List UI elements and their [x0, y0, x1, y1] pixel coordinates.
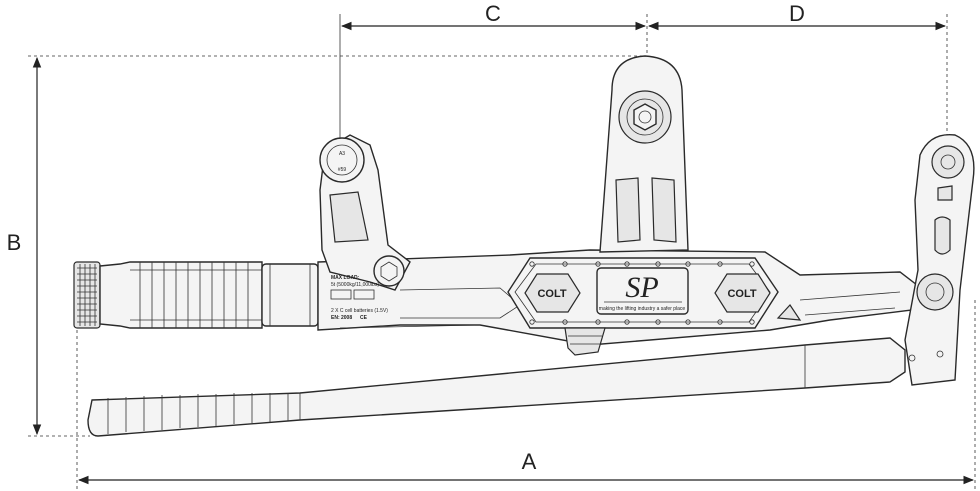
battery-icon-2: [353, 289, 375, 300]
colt-label-right: COLT: [727, 288, 756, 300]
max-load-title: MAX LOAD:: [331, 275, 360, 281]
bottom-nub: [564, 327, 606, 356]
lower-bar-grip-ridges: [107, 393, 289, 434]
center-arm-slot-left: [615, 177, 641, 243]
sp-logo: SP: [625, 271, 658, 304]
plate-rivets: [529, 261, 755, 325]
bolt-mark-top: A3: [339, 151, 345, 157]
dimension-label-b: B: [7, 230, 22, 255]
dimension-label-a: A: [522, 449, 537, 474]
body-right-details: [776, 291, 901, 321]
right-arm-lower-pivot: [916, 273, 954, 311]
hex-bolt-left: [373, 255, 405, 287]
colt-badge-right: [714, 273, 771, 313]
lower-extension-bar: [87, 337, 906, 437]
en-standard: EN: 2008: [331, 315, 352, 321]
dimension-lines: C D B A: [7, 1, 976, 490]
center-plate: COLT COLT SP making the lifting industry…: [507, 257, 779, 356]
dimension-label-c: C: [485, 1, 501, 26]
right-arm-small-slot: [937, 185, 953, 201]
center-arm-slot-right: [651, 177, 677, 243]
bolt-mark-bottom: #59: [338, 167, 347, 173]
knurled-end-cap: [73, 261, 101, 329]
battery-icon-1: [330, 289, 352, 300]
center-arm: [599, 55, 689, 253]
right-arm-top-pivot: [931, 145, 965, 179]
handle: [73, 261, 319, 329]
colt-badge-left: [524, 273, 581, 313]
max-load-value: 5t (5000kg/11,000lbs): [331, 282, 379, 288]
tagline: making the lifting industry a safer plac…: [599, 306, 686, 312]
logo-panel: [596, 267, 689, 315]
battery-info: 2 X C cell batteries (1.5V): [331, 308, 388, 314]
right-arm-oval-slot: [934, 216, 951, 255]
dimension-label-d: D: [789, 1, 805, 26]
ce-mark: CE: [360, 315, 368, 321]
body-markings: MAX LOAD: 5t (5000kg/11,000lbs) 2 X C ce…: [330, 275, 388, 321]
left-arm: A3 #59: [319, 134, 411, 291]
left-arm-slot: [329, 191, 369, 243]
knurl-pattern: [77, 264, 97, 326]
right-arm: [904, 133, 975, 386]
hex-nut-center: [633, 103, 657, 131]
left-arm-pivot: [319, 137, 365, 183]
handle-grip-ridges: [130, 262, 262, 328]
colt-label-left: COLT: [537, 288, 566, 300]
triangle-marker: [776, 304, 802, 321]
